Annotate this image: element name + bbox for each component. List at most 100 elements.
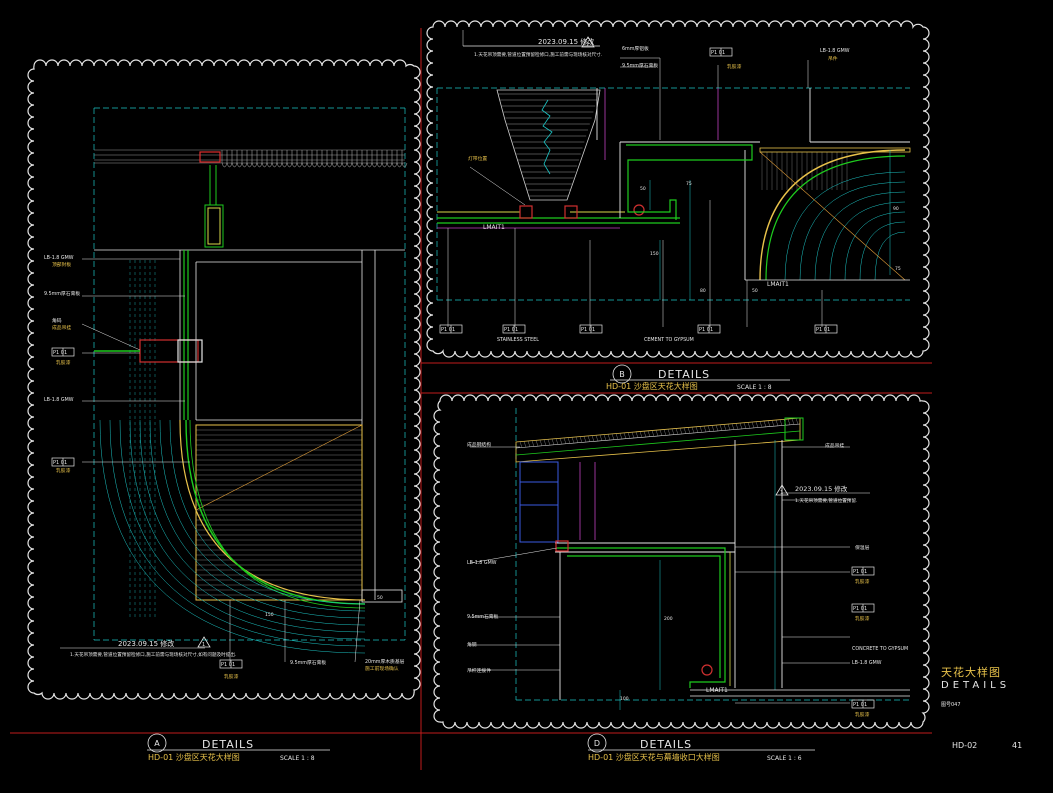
revision-symbol: 1: [586, 42, 589, 48]
revision-date: 2023.09.15 修改: [538, 37, 594, 46]
tag-code: P1 01: [504, 327, 518, 333]
tag-code: P1 01: [53, 350, 67, 356]
callout-label: LMAIT1: [706, 687, 728, 694]
sheet-title-cn: 天花大样图: [941, 665, 1001, 679]
callout-label: 乳胶漆: [855, 578, 870, 585]
tag-code: P1 01: [853, 702, 867, 708]
revision-note-c: 2023.09.15 修改 1 1.天花吊顶需要,管道位置预留.: [775, 484, 870, 504]
detail-c: [469, 408, 910, 710]
detail-b: [436, 30, 911, 327]
detail-subtitle: HD-01 沙盘区天花大样图: [148, 752, 240, 762]
material-tag: P1 01: [851, 566, 875, 576]
revision-notes: 1.天花吊顶需要,管道位置预留检修口,施工前需与现场核对尺寸.: [474, 51, 602, 58]
callout-label: 200: [664, 616, 673, 622]
callout-label: 吊杆连接件: [467, 667, 491, 674]
callout-label: 75: [686, 181, 692, 187]
callout-label: 乳胶漆: [855, 615, 870, 622]
tag-code: P1 01: [699, 327, 713, 333]
tag-code: P1 01: [581, 327, 595, 333]
callout-label: 灯带位置: [468, 155, 487, 162]
detail-title: DETAILS: [640, 738, 692, 751]
callout-label: STAINLESS STEEL: [497, 337, 539, 343]
revision-cloud-b: [426, 20, 930, 358]
detail-subtitle: HD-01 沙盘区天花与幕墙收口大样图: [588, 752, 720, 762]
detail-title: DETAILS: [202, 738, 254, 751]
tag-code: P1 01: [221, 662, 235, 668]
revision-cloud-a: [27, 59, 421, 700]
callout-label: 乳胶漆: [56, 359, 71, 366]
tag-code: P1 01: [816, 327, 830, 333]
callout-label: LMAIT1: [483, 224, 505, 231]
revision-date: 2023.09.15 修改: [118, 639, 174, 648]
callout-label: LB-1.8 GMW: [820, 48, 850, 54]
callout-label: 50: [640, 186, 646, 192]
callout-label: 乳胶漆: [727, 63, 742, 70]
detail-title: DETAILS: [658, 368, 710, 381]
material-tag: P1 01: [709, 47, 733, 57]
callout-label: 乳胶漆: [855, 711, 870, 718]
detail-bubble: D: [594, 739, 600, 748]
detail-scale: SCALE 1 : 8: [737, 384, 772, 391]
sheet-title-en: DETAILS: [941, 680, 1010, 691]
tag-code: P1 01: [53, 460, 67, 466]
tag-code: P1 01: [441, 327, 455, 333]
callout-label: LB-1.8 GMW: [852, 660, 882, 666]
callout-label: 80: [700, 288, 706, 294]
tag-code: P1 01: [853, 606, 867, 612]
callout-label: 顶部封板: [52, 261, 71, 268]
revision-note-b: 2023.09.15 修改 1 1.天花吊顶需要,管道位置预留检修口,施工前需与…: [463, 36, 602, 58]
sheet-frame: [10, 28, 932, 770]
detail-scale: SCALE 1 : 8: [280, 755, 315, 762]
material-tag: P1 01: [579, 324, 603, 334]
callout-label: 保温层: [855, 544, 870, 551]
callout-label: 成品钢结构: [467, 441, 491, 448]
revision-symbol: 1: [780, 490, 783, 496]
callout-label: 75: [895, 266, 901, 272]
callout-label: 成品吊挂: [52, 324, 71, 331]
detail-bubble: A: [154, 739, 160, 748]
material-tag: P1 01: [219, 659, 243, 669]
callout-label: 20mm厚木质基层: [365, 658, 405, 665]
callout-label: 6mm厚铝板: [622, 45, 649, 52]
title-block-b: B DETAILS HD-01 沙盘区天花大样图 SCALE 1 : 8: [606, 364, 790, 391]
tag-code: P1 01: [853, 569, 867, 575]
material-tag: P1 01: [851, 603, 875, 613]
callout-label: 成品吊挂: [825, 442, 844, 449]
sheet-title-block: 天花大样图 DETAILS 图号047 HD-02 41: [941, 665, 1022, 750]
revision-notes: 1.天花吊顶需要,管道位置预留.: [795, 497, 857, 504]
callout-label: 50: [377, 595, 383, 601]
material-tag: P1 01: [51, 347, 75, 357]
callout-label: 吊件: [828, 55, 838, 62]
callout-label: 100: [620, 696, 629, 702]
revision-symbol: 1: [202, 642, 205, 648]
callout-label: 9.5mm厚石膏板: [622, 62, 658, 69]
detail-scale: SCALE 1 : 6: [767, 755, 802, 762]
callout-label: 施工前现场确认: [365, 665, 399, 672]
material-tag: P1 01: [814, 324, 838, 334]
material-tag: P1 01: [502, 324, 526, 334]
title-block-a: A DETAILS HD-01 沙盘区天花大样图 SCALE 1 : 8: [147, 733, 330, 762]
material-tag: P1 01: [697, 324, 721, 334]
material-tag: P1 01: [51, 457, 75, 467]
callout-label: 9.5mm石膏板: [467, 613, 499, 620]
callout-label: 乳胶漆: [224, 673, 239, 680]
callout-label: 乳胶漆: [56, 467, 71, 474]
callout-label: 150: [265, 612, 274, 618]
callout-label: LB-1.8 GMW: [44, 397, 74, 403]
revision-cloud-c: [433, 394, 930, 729]
callout-label: 9.5mm厚石膏板: [290, 659, 326, 666]
drawing-number: HD-02: [952, 741, 977, 750]
callout-label: 150: [650, 251, 659, 257]
detail-subtitle: HD-01 沙盘区天花大样图: [606, 381, 698, 391]
revision-date: 2023.09.15 修改: [795, 484, 848, 493]
material-tag: P1 01: [439, 324, 463, 334]
callout-label: CEMENT TO GYPSUM: [644, 337, 694, 343]
callout-label: 50: [752, 288, 758, 294]
callout-label: 角钢: [467, 641, 477, 648]
sheet-sub-label: 图号047: [941, 702, 961, 708]
detail-a: [81, 107, 408, 663]
tag-code: P1 01: [711, 50, 725, 56]
callout-label: 角码: [52, 317, 62, 324]
detail-bubble: B: [619, 370, 625, 379]
